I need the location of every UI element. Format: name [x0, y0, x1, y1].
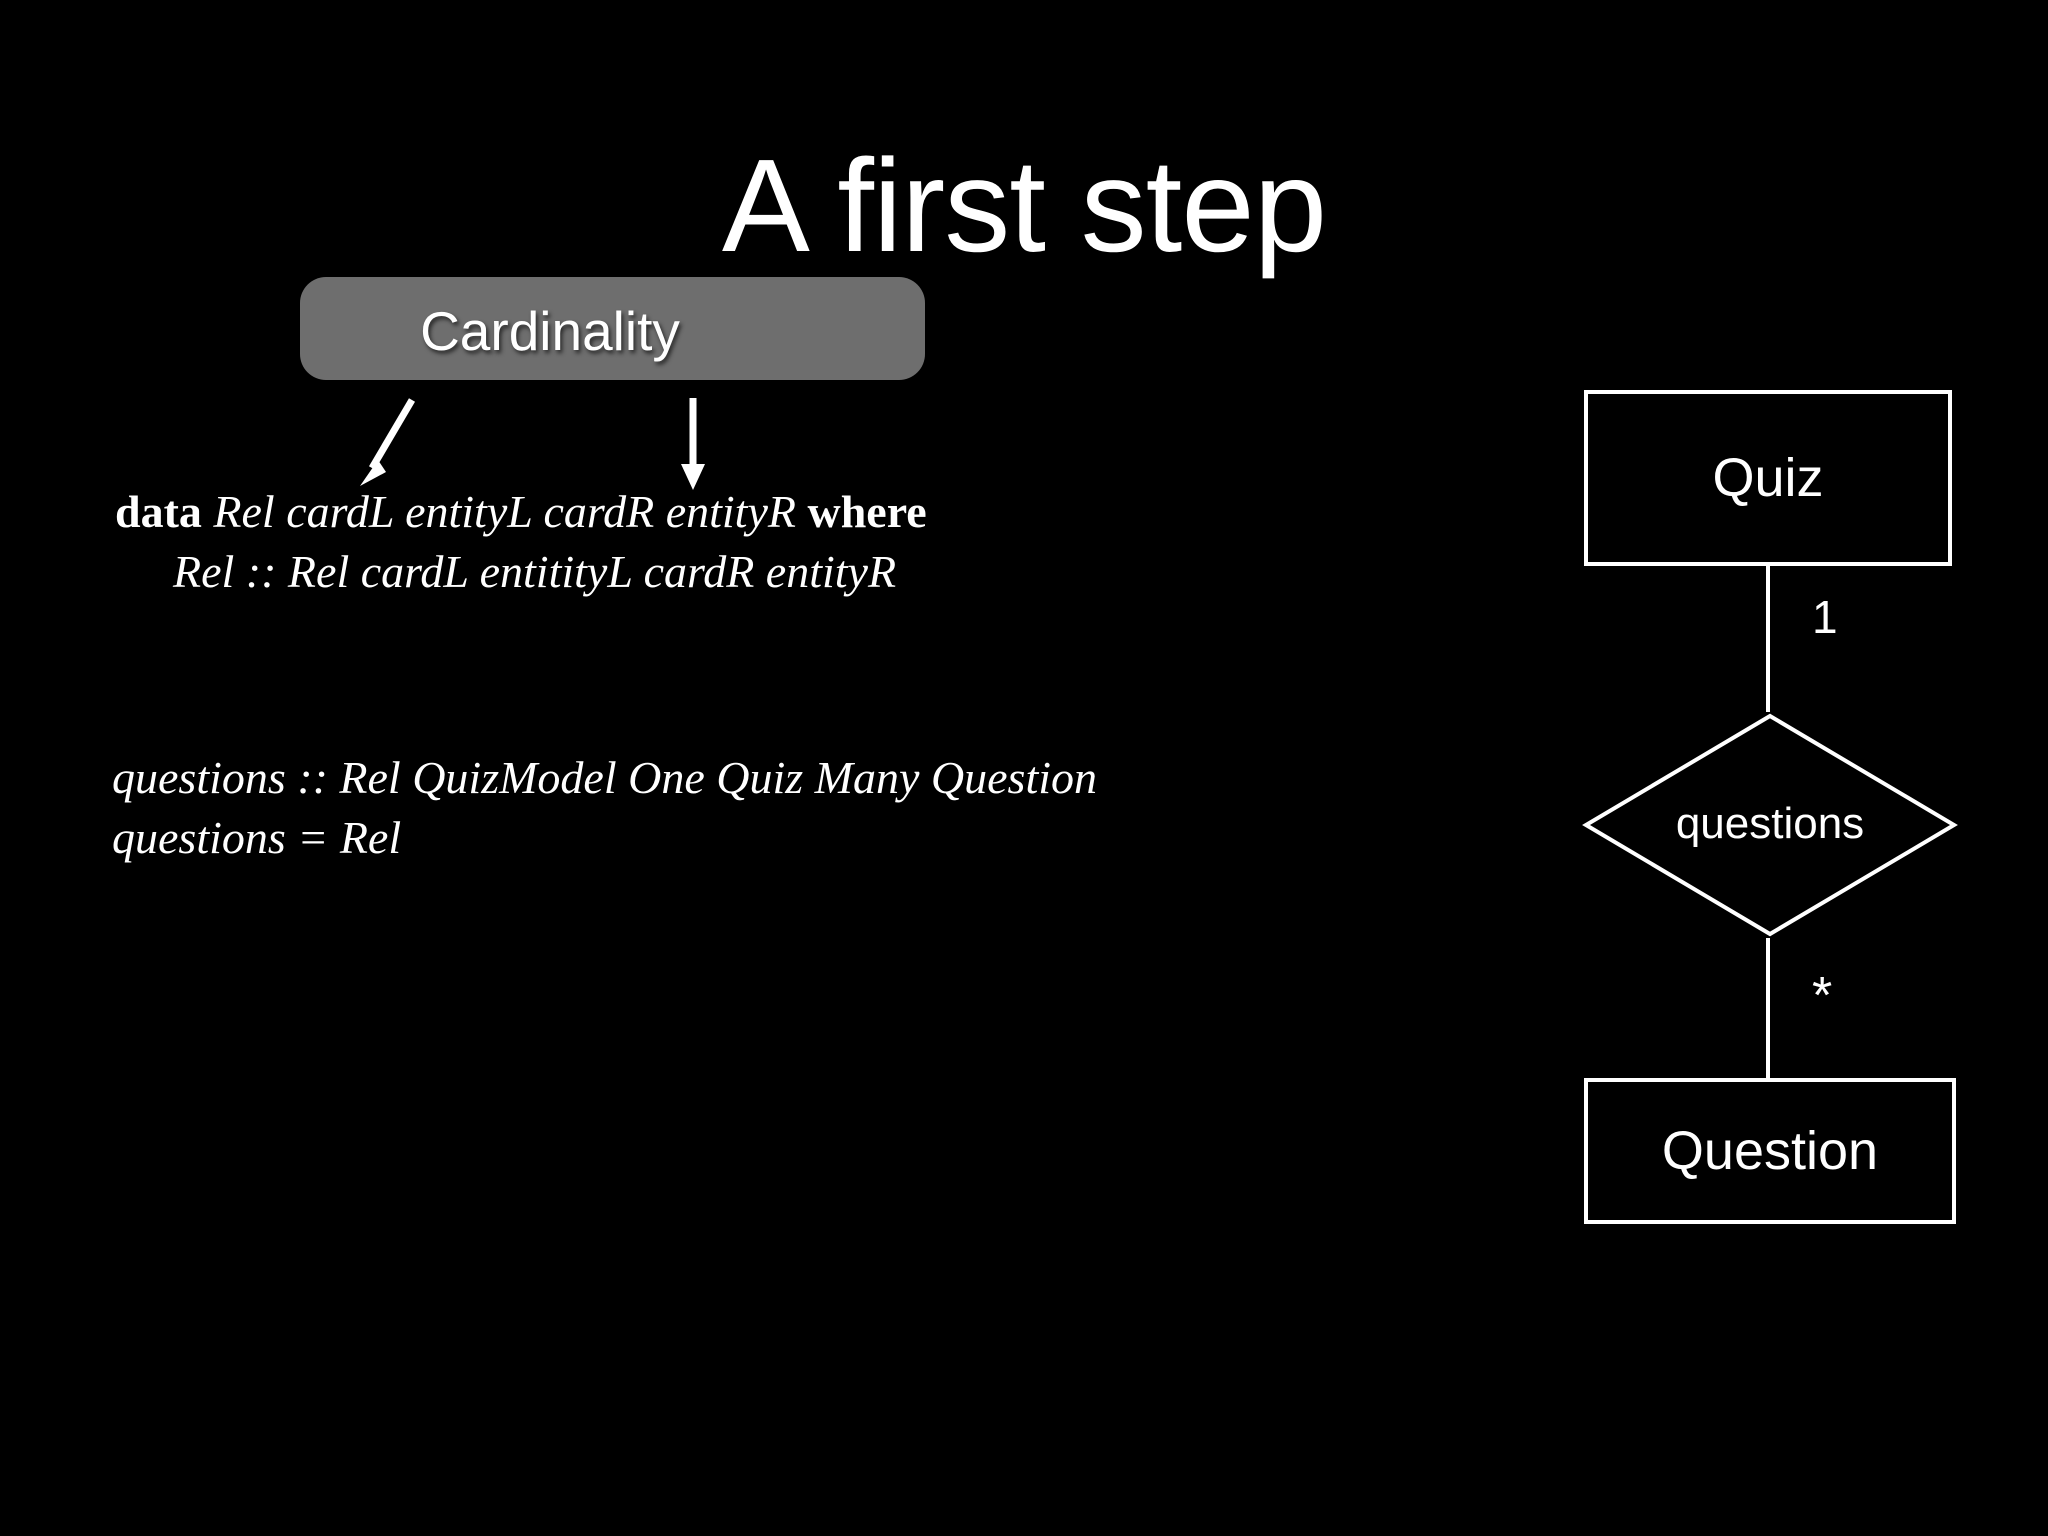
code-block-questions: questions :: Rel QuizModel One Quiz Many…	[112, 748, 1097, 868]
er-relationship-questions: questions	[1580, 710, 1960, 940]
code-line-data-decl: data Rel cardL entityL cardR entityR whe…	[115, 482, 927, 542]
arrow-to-cardR-icon	[681, 398, 705, 490]
keyword-where: where	[807, 486, 927, 537]
er-entity-question-label: Question	[1661, 1121, 1879, 1181]
code-block-rel-datatype: data Rel cardL entityL cardR entityR whe…	[115, 482, 927, 602]
code-line-questions-def: questions = Rel	[112, 812, 402, 863]
er-cardinality-one: 1	[1812, 591, 1838, 643]
er-cardinality-many: *	[1812, 967, 1833, 1025]
er-relationship-label: questions	[1675, 799, 1865, 848]
er-connector-relationship-to-question	[1766, 938, 1770, 1078]
code-line-rel-constructor: Rel :: Rel cardL entitityL cardR entityR	[173, 546, 897, 597]
cardinality-callout-label: Cardinality	[420, 300, 680, 362]
er-diagram: Quiz 1 questions * Question	[1560, 370, 2000, 1250]
er-entity-quiz: Quiz	[1584, 390, 1952, 566]
er-entity-quiz-label: Quiz	[1712, 448, 1824, 508]
diamond-icon	[1582, 713, 1958, 937]
page-title: A first step	[721, 132, 1327, 279]
code-signature: Rel cardL entityL cardR entityR	[201, 486, 808, 537]
arrow-to-cardL-icon	[360, 398, 416, 486]
code-line-questions-type: questions :: Rel QuizModel One Quiz Many…	[112, 752, 1098, 803]
cardinality-callout: Cardinality	[300, 277, 925, 380]
er-connector-quiz-to-relationship	[1766, 566, 1770, 712]
er-entity-question: Question	[1584, 1078, 1956, 1224]
keyword-data: data	[115, 486, 202, 537]
